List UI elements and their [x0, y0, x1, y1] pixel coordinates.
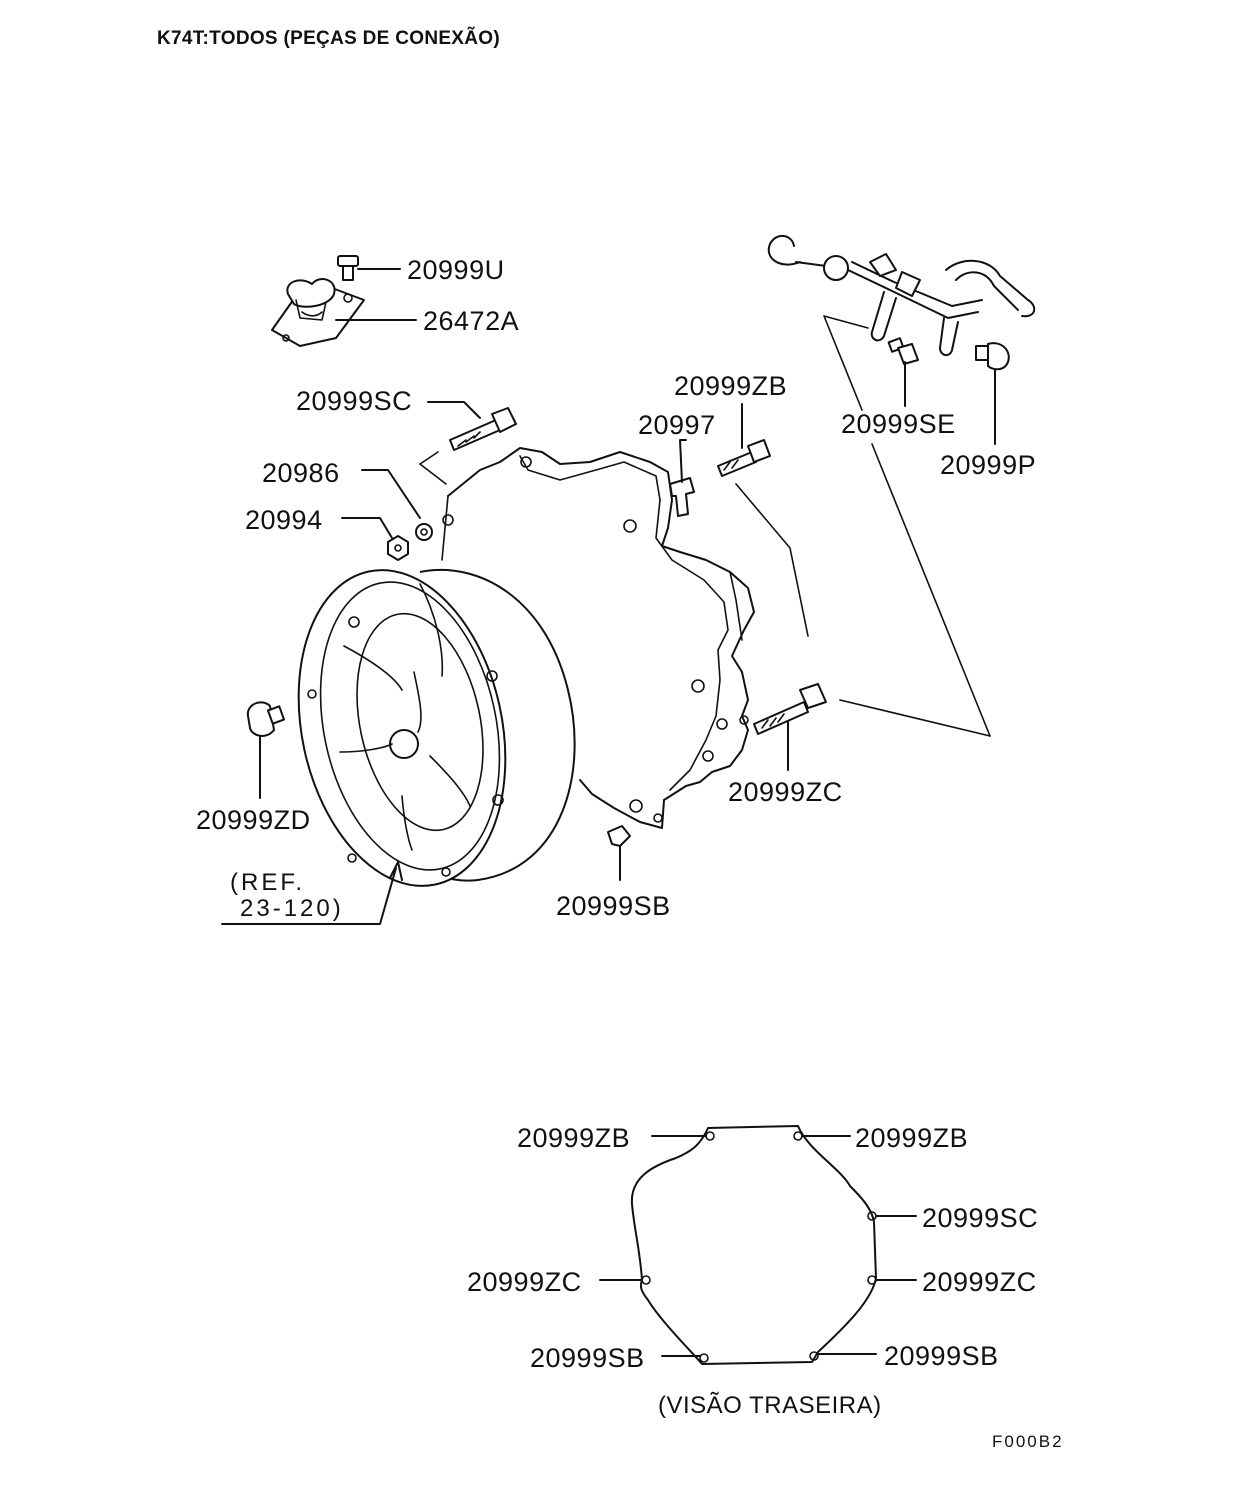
label-20999u: 20999U	[407, 255, 505, 285]
plug-20999sb-drawing	[607, 825, 631, 847]
transmission-housing-drawing	[441, 447, 755, 829]
rear-view-outline	[630, 1125, 877, 1365]
ref-note-line2: 23-120)	[240, 895, 344, 922]
washer-20986-drawing	[415, 523, 433, 541]
label-20994: 20994	[245, 505, 323, 535]
rear-label-right-middle: 20999ZC	[922, 1267, 1037, 1297]
plug-20999zd-drawing	[246, 701, 286, 737]
rear-label-bottom-left: 20999SB	[530, 1343, 645, 1373]
bracket-26472a-drawing	[271, 278, 365, 347]
ref-note-line1: (REF.	[230, 869, 305, 896]
label-20999zd: 20999ZD	[196, 805, 311, 835]
rear-label-bottom-right: 20999SB	[884, 1341, 999, 1371]
label-20999zc: 20999ZC	[728, 777, 843, 807]
clip-20997-drawing	[669, 477, 695, 517]
label-20986: 20986	[262, 458, 340, 488]
label-20999sb: 20999SB	[556, 891, 671, 921]
bolt-20999u-drawing	[337, 255, 359, 281]
rear-label-left-middle: 20999ZC	[467, 1267, 582, 1297]
label-20999zb: 20999ZB	[674, 371, 787, 401]
rear-view-caption: (VISÃO TRASEIRA)	[658, 1392, 882, 1419]
label-26472a: 26472A	[423, 306, 519, 336]
page-title: K74T:TODOS (PEÇAS DE CONEXÃO)	[157, 27, 500, 49]
bolt-20999sc-drawing	[449, 407, 517, 451]
label-20999sc: 20999SC	[296, 386, 412, 416]
label-20999p: 20999P	[940, 450, 1036, 480]
rear-label-right-upper: 20999SC	[922, 1203, 1038, 1233]
bolt-20999zb-drawing	[717, 439, 771, 477]
label-20999se: 20999SE	[841, 409, 956, 439]
figure-code: F000B2	[992, 1432, 1064, 1451]
torque-converter-drawing	[297, 568, 576, 887]
nut-20994-drawing	[387, 535, 409, 561]
rear-label-top-right: 20999ZB	[855, 1123, 968, 1153]
bolt-20999zc-drawing	[753, 683, 827, 735]
bolt-20999se-drawing	[887, 337, 919, 365]
plug-20999p-drawing	[975, 342, 1010, 371]
tube-assembly-drawing	[767, 235, 1036, 356]
rear-label-top-left: 20999ZB	[517, 1123, 630, 1153]
label-20997: 20997	[638, 410, 716, 440]
